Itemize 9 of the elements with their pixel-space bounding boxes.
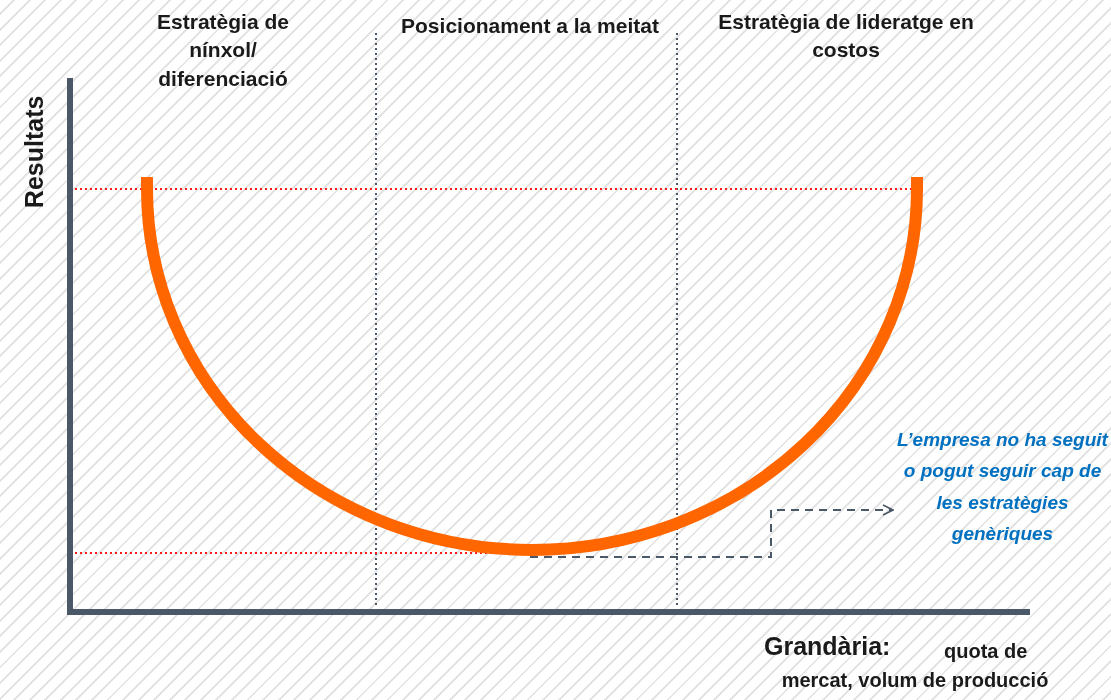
column-heading: Posicionament a la meitat [400, 13, 660, 39]
axis-title: Resultats [19, 94, 50, 211]
axis-title: mercat, volum de producció [780, 668, 1050, 693]
column-heading: Estratègia de lideratge en costos [717, 9, 975, 64]
leader-line [529, 504, 894, 558]
column-heading: Estratègia de nínxol/ diferenciació [156, 9, 290, 92]
note-text: L’empresa no ha seguit o pogut seguir cap de les estratègies genèriques [896, 428, 1110, 547]
axis-title: quota de [944, 639, 1028, 664]
axis-title: Grandària: [764, 631, 891, 662]
